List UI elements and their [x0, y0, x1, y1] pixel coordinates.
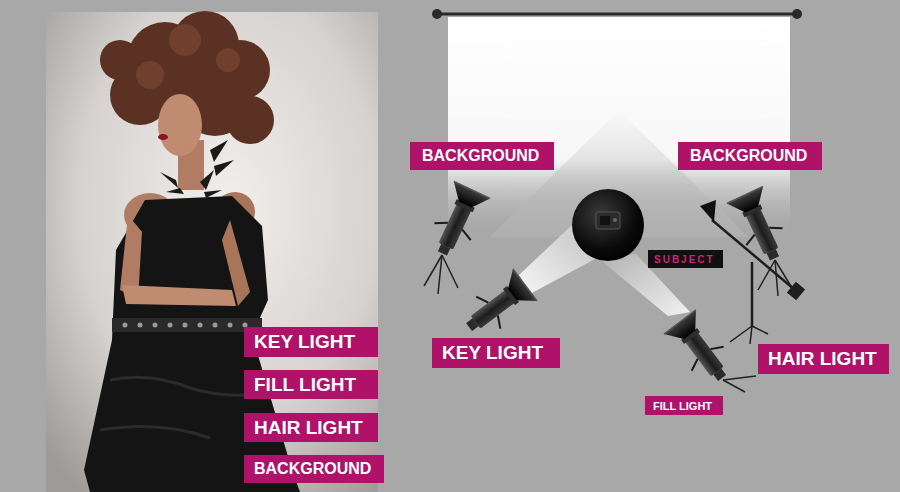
label-text: FILL LIGHT: [254, 374, 356, 396]
hair-light-boom: [700, 200, 805, 344]
belt: [112, 318, 262, 332]
light-label: KEY LIGHT: [432, 338, 560, 368]
legend-tag: BACKGROUND: [244, 455, 384, 483]
label-text: KEY LIGHT: [254, 331, 355, 353]
model-photo: [46, 11, 378, 492]
subject-label: SUBJECT: [648, 250, 723, 268]
label-text: BACKGROUND: [254, 460, 371, 478]
arm: [222, 220, 250, 306]
camera-icon: [613, 218, 617, 222]
photo-ground: [46, 12, 378, 492]
label-text: HAIR LIGHT: [254, 417, 363, 439]
bar-end: [792, 9, 802, 19]
label-text: BACKGROUND: [422, 147, 539, 165]
background-light: [424, 182, 490, 294]
camera-icon: [600, 216, 610, 225]
camera-icon: [596, 212, 620, 229]
backdrop-shadow: [490, 110, 748, 237]
light-label: FILL LIGHT: [645, 396, 723, 415]
label-text: KEY LIGHT: [442, 342, 543, 364]
face: [158, 94, 202, 156]
forearm: [122, 285, 236, 306]
belt-studs: [123, 323, 248, 328]
light-label: HAIR LIGHT: [758, 344, 889, 374]
key-light: [457, 269, 537, 343]
backdrop-bar: [437, 13, 797, 16]
fill-light: [664, 310, 756, 392]
subject-marker: [572, 189, 644, 261]
label-text: FILL LIGHT: [653, 400, 712, 412]
subject-disc: [572, 189, 644, 261]
light-label: BACKGROUND: [410, 142, 554, 170]
bar-end: [432, 9, 442, 19]
legend-tag: HAIR LIGHT: [244, 413, 378, 442]
label-text: BACKGROUND: [690, 147, 807, 165]
label-text: HAIR LIGHT: [768, 348, 877, 370]
legend-tag: FILL LIGHT: [244, 370, 378, 399]
legend-tag: KEY LIGHT: [244, 327, 378, 357]
dress-fold: [100, 426, 210, 438]
spike-collar: [160, 140, 234, 198]
hair-highlight: [136, 24, 240, 89]
lips: [158, 134, 168, 140]
label-text: SUBJECT: [654, 254, 715, 265]
light-label: BACKGROUND: [678, 142, 822, 170]
